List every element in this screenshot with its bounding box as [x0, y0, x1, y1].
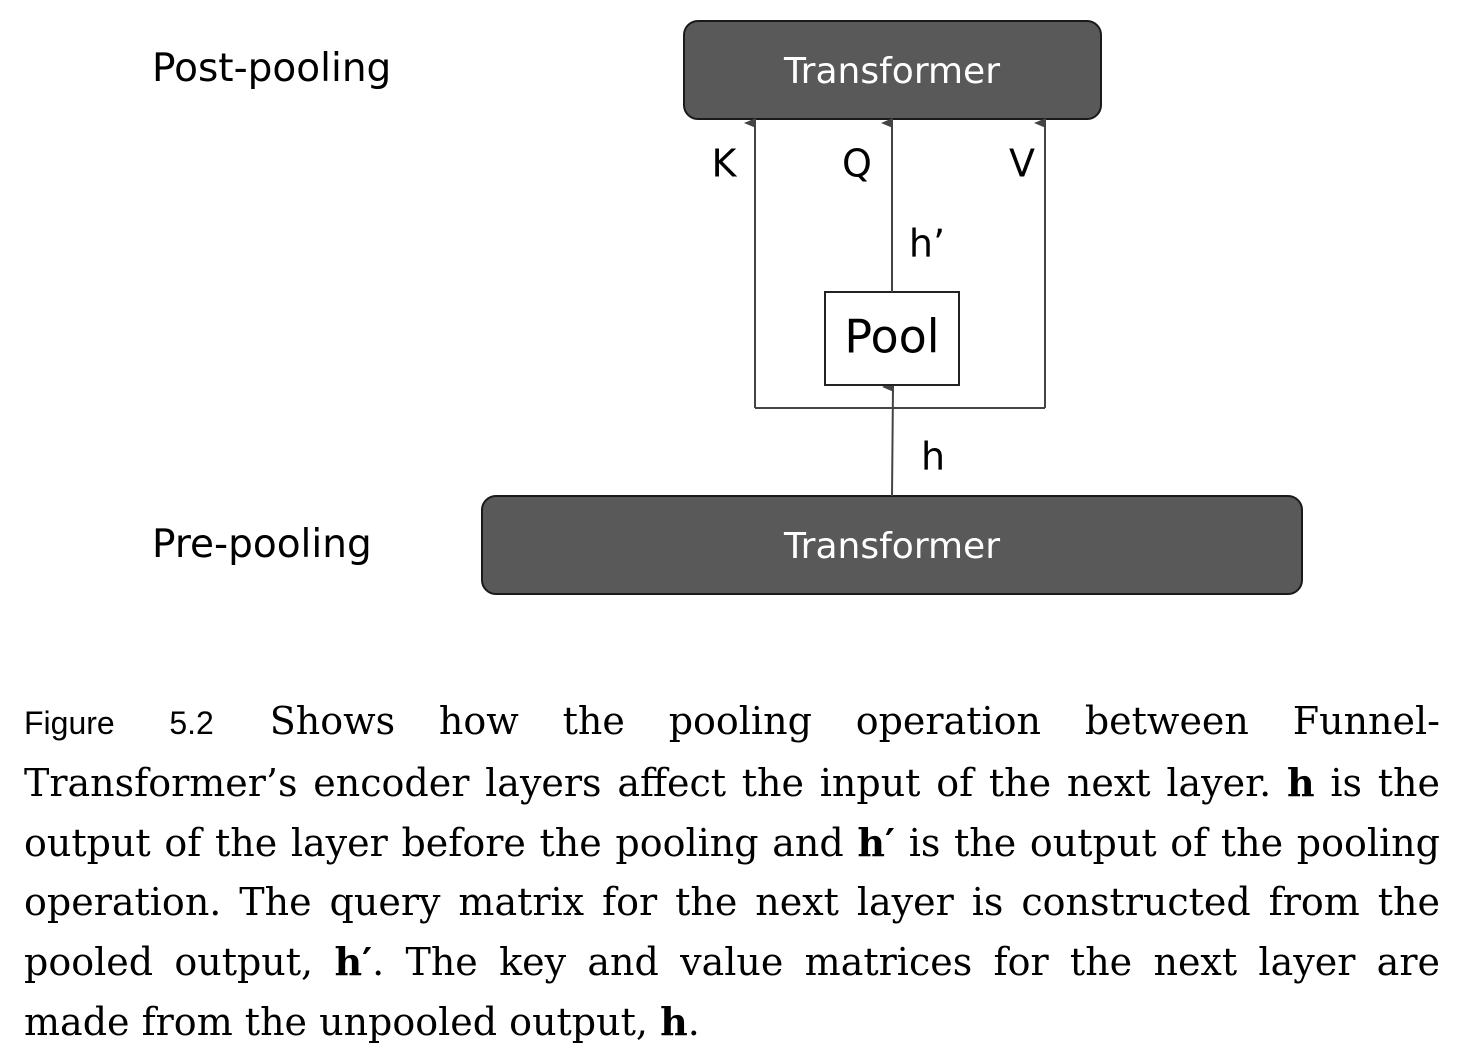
pool-block: [824, 291, 960, 386]
caption-text-4: . The key and value matrices for the nex…: [24, 940, 1440, 1044]
diagram-canvas: Transformer Transformer Pool K Q V h’ h: [481, 20, 1303, 595]
pre-pooling-transformer-label: Transformer: [783, 526, 1000, 567]
caption-h-symbol: h: [660, 999, 688, 1044]
figure-caption: Figure 5.2 Shows how the pooling operati…: [24, 692, 1440, 1052]
diagram: Post-pooling Pre-pooling Transformer Tra…: [152, 20, 1303, 595]
caption-h-prime-symbol: h′: [857, 820, 896, 865]
caption-text-3: is the output of the pooling operation. …: [24, 821, 1440, 984]
caption-h-prime-symbol: h′: [334, 939, 373, 984]
post-pooling-transformer-label: Transformer: [783, 51, 1000, 92]
caption-text-2: is the output of the layer before the po…: [24, 761, 1440, 865]
q-label: Q: [842, 142, 872, 186]
caption-h-symbol: h: [1286, 760, 1315, 805]
caption-text-1: Shows how the pooling operation between …: [24, 699, 1440, 805]
h-arrow: [882, 382, 895, 497]
v-label: V: [1009, 142, 1035, 186]
k-label: K: [712, 142, 738, 186]
post-pooling-label: Post-pooling: [152, 46, 392, 91]
h-prime-label: h’: [909, 222, 945, 266]
caption-text-5: .: [687, 1000, 700, 1044]
figure-number: Figure 5.2: [24, 705, 214, 741]
pool-label: Pool: [844, 310, 939, 364]
pre-pooling-label: Pre-pooling: [152, 522, 372, 567]
h-label: h: [921, 435, 945, 479]
